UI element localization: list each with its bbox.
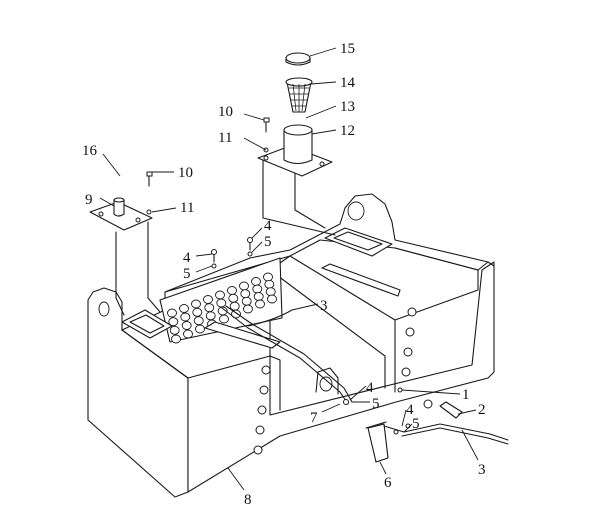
callout-10-left: 10	[178, 165, 193, 181]
callout-16: 16	[82, 143, 98, 159]
baffle-hole	[240, 289, 251, 299]
callout-5-outer: 5	[412, 416, 420, 432]
callout-1: 1	[462, 387, 470, 403]
right-filler-flange	[262, 155, 393, 257]
tank-front-face	[187, 261, 495, 493]
baffle-hole	[255, 299, 265, 309]
baffle-hole	[191, 299, 201, 309]
right-lug-hole	[347, 201, 365, 221]
callout-3-outer-wire: 3	[478, 462, 486, 478]
callout-13: 13	[340, 99, 355, 115]
baffle-hole	[267, 294, 277, 304]
baffle-hole	[228, 293, 239, 303]
baffle-hole	[169, 325, 180, 335]
baffle-hole	[264, 279, 275, 289]
callout-4-outer: 4	[406, 402, 414, 418]
callout-6: 6	[384, 475, 392, 491]
baffle-hole	[181, 321, 192, 330]
callout-4-baffle-left: 4	[183, 250, 191, 266]
baffle-bar	[204, 321, 281, 349]
leader-lines	[99, 47, 479, 491]
callout-14: 14	[340, 75, 356, 91]
baffle-hole	[239, 281, 249, 291]
baffle-hole	[219, 314, 229, 324]
baffle-hole	[229, 301, 240, 311]
callout-3-inner-wire: 3	[320, 298, 328, 314]
callout-5-baffle-right: 5	[264, 234, 272, 250]
baffle-hole	[243, 304, 253, 314]
sensor-wire-inner	[221, 305, 353, 405]
callout-12: 12	[340, 123, 355, 139]
callout-2: 2	[478, 402, 486, 418]
front-bolts-left	[253, 365, 271, 455]
baffle-hole	[241, 296, 252, 306]
sensor-6	[365, 421, 509, 463]
baffle-hole	[195, 324, 205, 334]
baffle-hole	[204, 303, 215, 313]
cap-15	[285, 52, 311, 66]
baffle-hole	[216, 298, 227, 308]
baffle-hole	[252, 284, 263, 294]
baffle-hole	[183, 329, 193, 339]
callout-10-top: 10	[218, 104, 233, 120]
callout-11-left: 11	[180, 200, 194, 216]
baffle-hole	[227, 286, 237, 295]
callout-7: 7	[310, 410, 318, 426]
left-filler-flange	[115, 221, 173, 339]
screws	[146, 117, 270, 269]
baffle-hole	[168, 317, 179, 327]
baffle-holes	[167, 272, 277, 344]
baffle-hole	[215, 290, 225, 300]
callout-4-baffle-right: 4	[264, 218, 272, 234]
inner-lug-hole	[319, 376, 333, 392]
baffle-hole	[167, 308, 177, 318]
baffle-hole	[203, 295, 213, 304]
callout-8: 8	[244, 492, 252, 508]
baffle-hole	[265, 287, 276, 297]
baffle-hole	[253, 292, 264, 301]
baffle-hole	[180, 312, 191, 322]
callout-9: 9	[85, 192, 93, 208]
callout-labels: 15 14 13 12 10 11 16 10 9 11 4 5 4 5 3 1…	[82, 41, 486, 508]
callout-5-baffle-left: 5	[183, 266, 191, 282]
tank-back-wall	[164, 193, 489, 293]
baffle-hole	[192, 307, 203, 317]
baffle-hole	[251, 277, 261, 286]
callout-4-inner: 4	[366, 380, 374, 396]
baffle-hole	[171, 334, 181, 344]
left-lug-hole	[98, 301, 110, 317]
breather-9	[89, 197, 153, 231]
tank-body	[87, 193, 495, 498]
callout-11-top: 11	[218, 130, 232, 146]
baffle-hole	[263, 272, 273, 282]
baffle-hole	[205, 311, 216, 321]
callout-5-inner: 5	[372, 396, 380, 412]
filler-neck-12	[257, 124, 333, 177]
front-bolts-right	[401, 307, 417, 377]
baffle-hole	[193, 316, 204, 326]
callout-15: 15	[340, 41, 355, 57]
strainer-14	[285, 77, 313, 113]
mounting-rail	[321, 263, 401, 297]
baffle-hole	[179, 304, 189, 313]
